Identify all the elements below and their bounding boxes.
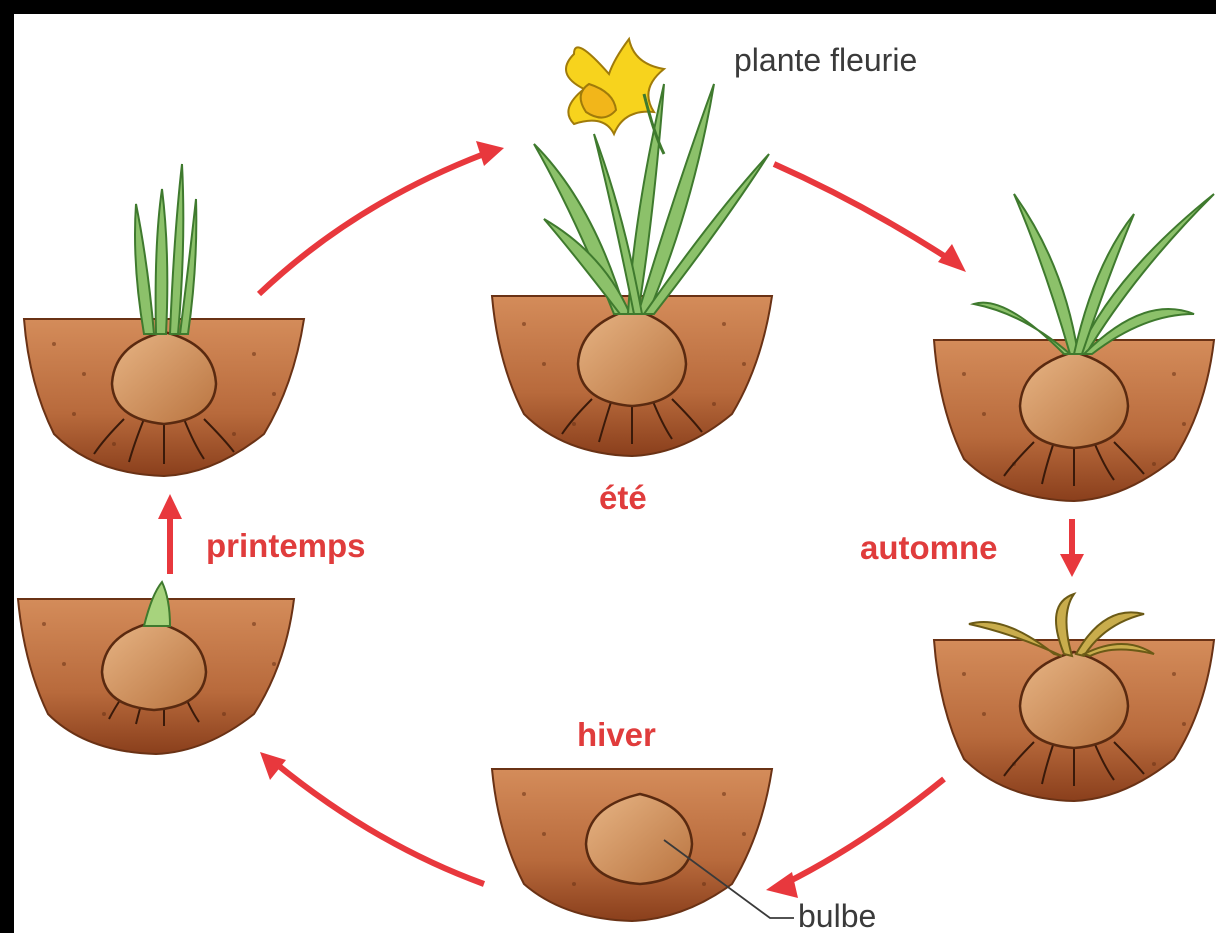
season-autumn-label: automne (860, 529, 998, 567)
flowering-plant-label: plante fleurie (734, 42, 917, 79)
arrow-summer-to-autumn (774, 164, 949, 259)
daffodil-flower (566, 39, 664, 154)
bulb-label: bulbe (798, 898, 876, 933)
spring-leaves (135, 164, 196, 334)
season-winter-label: hiver (577, 716, 656, 754)
arrow-autumn-to-winter (784, 779, 944, 884)
life-cycle-diagram (14, 14, 1216, 933)
autumn-green-leaves (974, 194, 1214, 354)
arrow-winter-to-spring (274, 762, 484, 884)
diagram-canvas: plante fleurie été automne hiver printem… (14, 14, 1216, 933)
arrow-spring-to-summer (259, 154, 484, 294)
season-spring-label: printemps (206, 527, 366, 565)
season-summer-label: été (599, 479, 647, 517)
